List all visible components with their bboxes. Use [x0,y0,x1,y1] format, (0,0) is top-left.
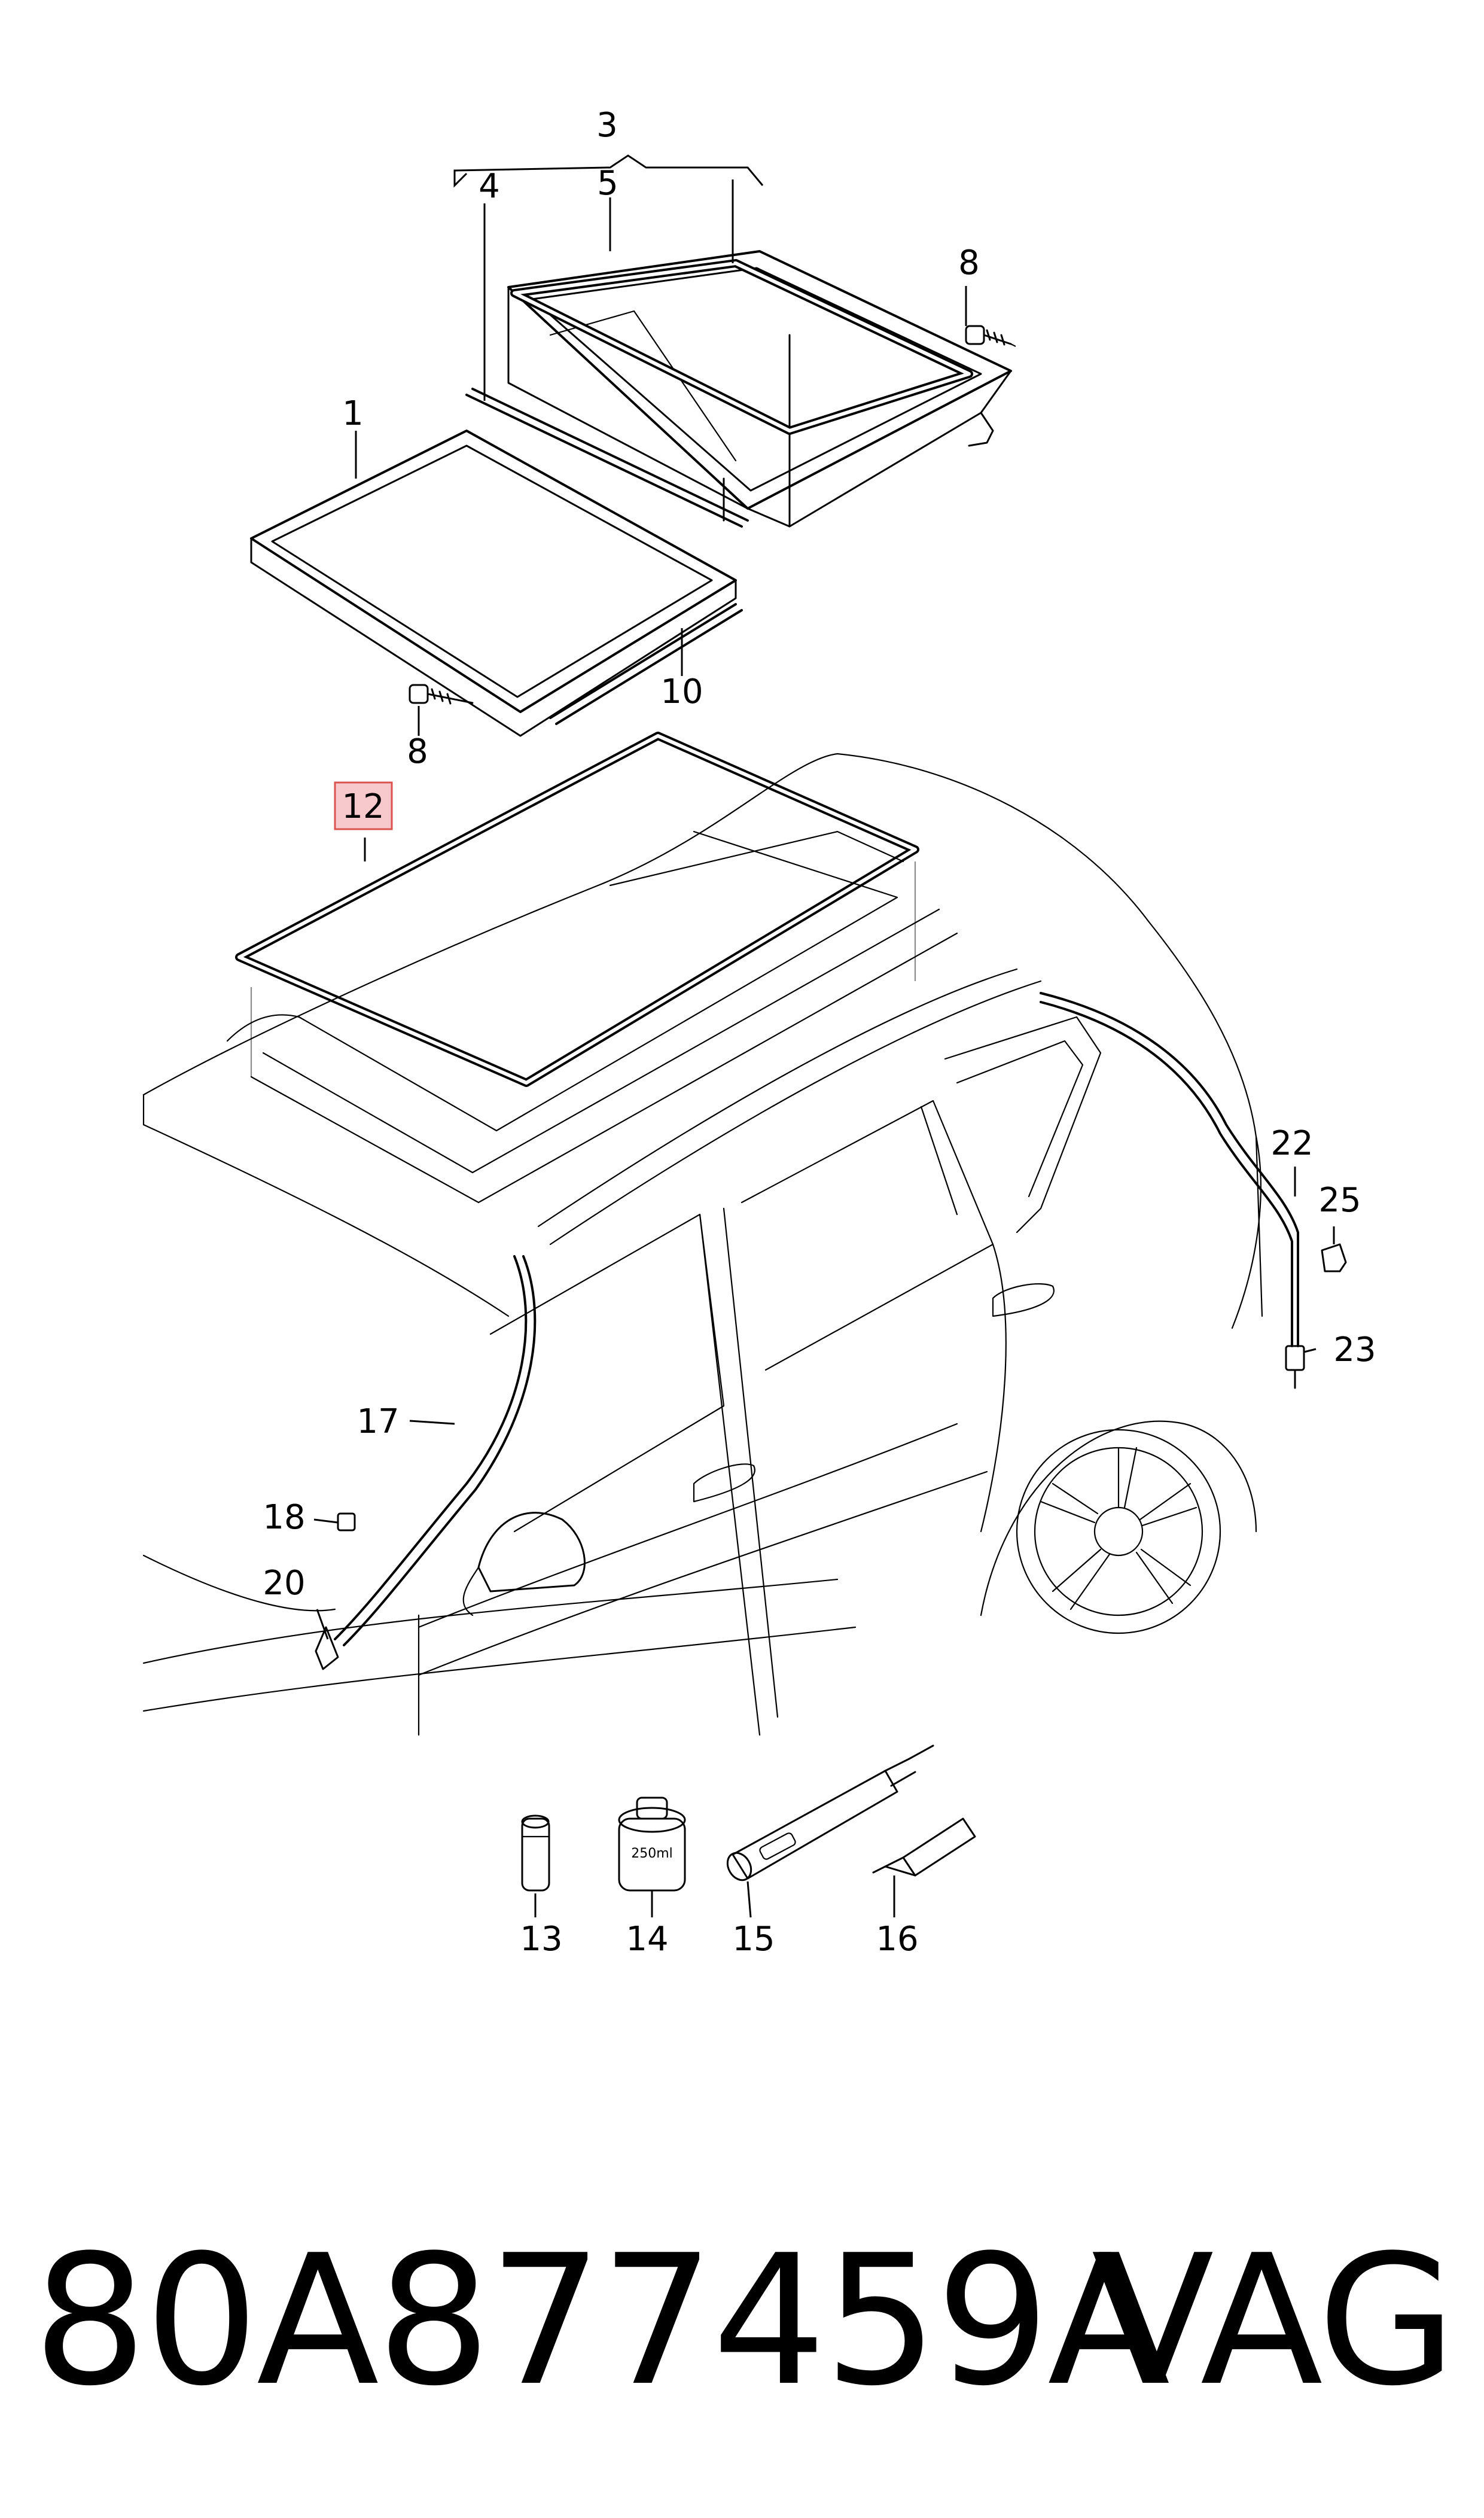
sunroof-frame-assembly [465,250,1018,528]
callout-22: 22 [1270,1124,1313,1163]
clip-icon [337,1512,356,1531]
callout-18: 18 [263,1498,305,1537]
consumable-bottle [521,1814,550,1892]
callout-4: 4 [479,167,500,206]
glass-panel [250,430,743,737]
brand-name: VAG [1091,2216,1456,2425]
parts-diagram: 250ml 3 4 5 8 1 8 [142,106,1376,1959]
can-label: 250ml [631,1846,673,1861]
highlight-box-12 [334,781,393,830]
primer-can: 250ml [618,1797,686,1892]
sealant-tube [872,1817,976,1877]
callout-leaders [313,154,1335,1918]
callout-15: 15 [732,1920,775,1959]
callout-10: 10 [660,672,703,711]
callout-1: 1 [342,394,364,433]
clip-icon [1321,1243,1347,1272]
callout-3: 3 [596,106,618,145]
callout-12: 12 [342,787,384,826]
callout-25: 25 [1318,1181,1361,1220]
callout-8-top: 8 [958,243,980,282]
car-body [142,753,1263,1736]
drain-hose-rear [1040,992,1305,1389]
drain-hose-front [315,1255,537,1670]
callout-13: 13 [520,1920,562,1959]
callout-16: 16 [876,1920,918,1959]
callout-8-bottom: 8 [407,732,428,771]
callout-20: 20 [263,1564,305,1603]
roof-seal-frame [235,732,919,1087]
callout-17: 17 [356,1402,399,1441]
callout-23: 23 [1333,1330,1376,1369]
callout-14: 14 [626,1920,668,1959]
callout-5: 5 [597,164,618,203]
screw-icon [409,684,474,705]
part-number: 80A877459A [33,2216,1170,2425]
adhesive-cartridge [726,1744,934,1881]
screw-icon [965,325,1018,348]
